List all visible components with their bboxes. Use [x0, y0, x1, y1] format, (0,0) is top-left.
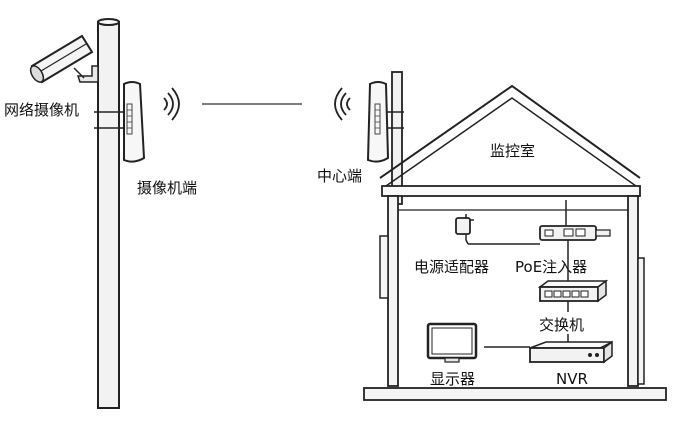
- wireless-cpe-icon: [366, 81, 404, 163]
- power-adapter-icon: [455, 214, 474, 245]
- poe-injector-label: PoE注入器: [515, 258, 587, 276]
- switch-label: 交换机: [539, 316, 584, 334]
- cctv-camera-icon: [29, 34, 99, 84]
- monitor-room-building: [363, 71, 667, 401]
- camera-pole: [97, 18, 120, 409]
- center-end-label: 中心端: [317, 167, 362, 185]
- network-camera-label: 网络摄像机: [4, 101, 79, 119]
- wireless-cpe-icon: [94, 81, 146, 163]
- power-adapter-label: 电源适配器: [414, 258, 489, 276]
- camera-end-label: 摄像机端: [137, 179, 197, 197]
- monitor-icon: [426, 322, 478, 363]
- monitor-room-label: 监控室: [490, 142, 535, 160]
- network-switch-icon: [537, 279, 609, 303]
- nvr-icon: [529, 340, 613, 364]
- nvr-label: NVR: [556, 370, 588, 388]
- poe-injector-icon: [539, 225, 611, 241]
- wifi-signal-icon: [163, 87, 180, 121]
- display-label: 显示器: [430, 370, 475, 388]
- wifi-signal-icon: [334, 87, 351, 121]
